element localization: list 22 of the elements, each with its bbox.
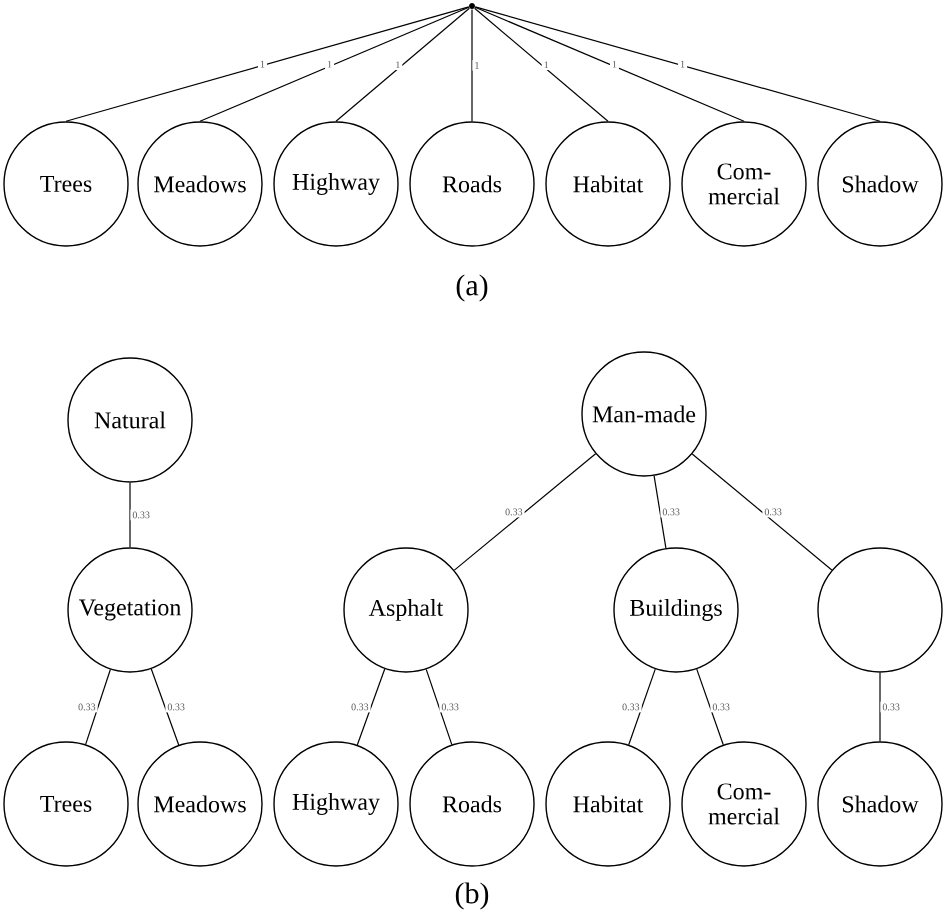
connector-line [691,453,833,571]
connector-line [65,6,470,122]
connector-line [653,475,667,549]
connector-line [453,453,597,571]
connector-line [696,668,724,746]
panel-label: (a) [456,274,488,302]
connector-line [474,6,745,122]
connector-line [474,6,881,122]
connector-line [150,668,180,746]
connector-line [356,668,386,746]
connector-line [471,8,473,122]
connector-line [879,672,881,742]
connector-line [129,482,131,548]
connector-line [425,668,453,746]
empty-circle [817,547,943,673]
connector-line [85,668,111,746]
root-point [469,3,475,9]
connector-line [474,7,609,122]
connector-line [628,668,656,746]
connector-line [199,6,470,122]
connector-line [335,7,470,122]
panel-label: (b) [455,882,489,910]
